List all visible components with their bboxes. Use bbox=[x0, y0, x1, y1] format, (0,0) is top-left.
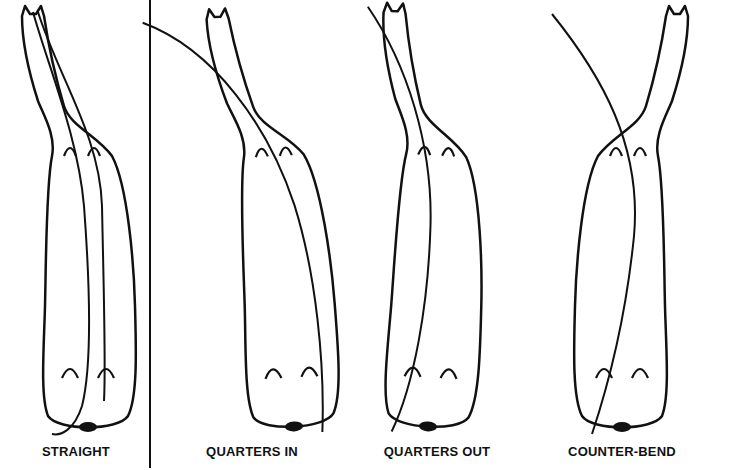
caption-label: QUARTERS IN bbox=[204, 444, 300, 459]
counter-bend-horse bbox=[552, 6, 688, 434]
quarters-in-horse bbox=[142, 3, 342, 440]
straight-horse bbox=[22, 6, 136, 434]
quarters-out-horse bbox=[346, 2, 498, 436]
caption-label: STRAIGHT bbox=[40, 444, 112, 459]
caption-label: QUARTERS OUT bbox=[382, 444, 492, 459]
caption-label: COUNTER-BEND bbox=[566, 444, 678, 459]
divider-line bbox=[149, 0, 151, 468]
